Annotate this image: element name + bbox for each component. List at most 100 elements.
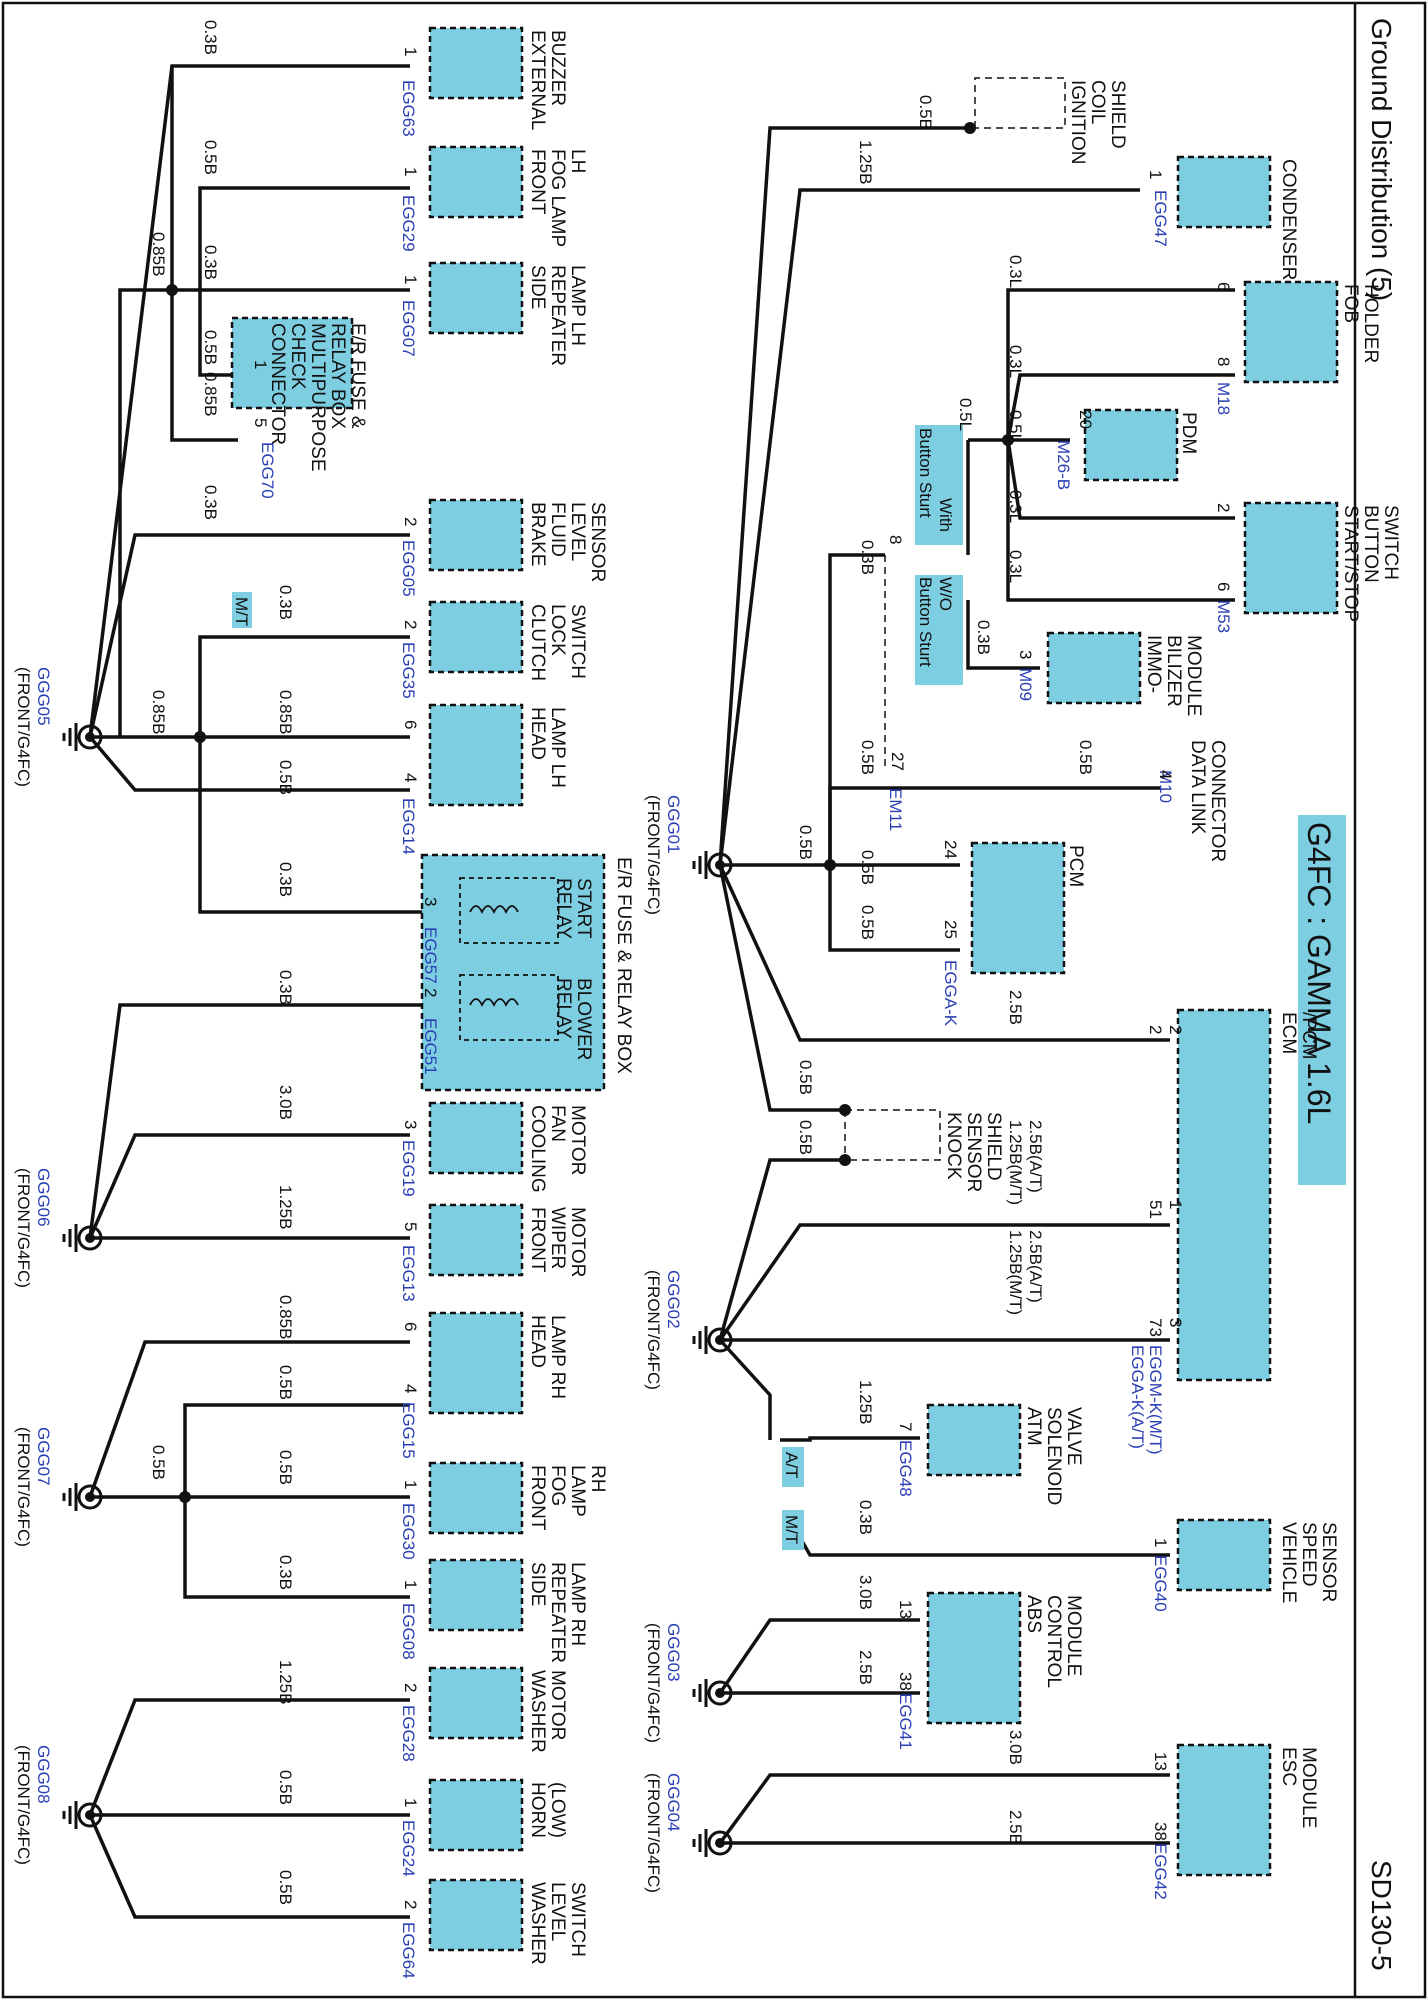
component-name-atm: SOLENOID: [1043, 1407, 1064, 1505]
wire-gauge: 0.3B: [201, 485, 220, 520]
component-side-rep-rh: [428, 1558, 524, 1632]
ground-symbol-icon: [692, 851, 708, 879]
wire-gauge: 0.3L: [1006, 255, 1025, 288]
component-name-ign-shield: COIL: [1087, 80, 1108, 124]
tag-mt1-text: M/T: [232, 597, 251, 626]
ground-g08: [77, 1802, 103, 1828]
wire-gauge: 0.3B: [974, 620, 993, 655]
diagram-code: SD130-5: [1366, 1860, 1397, 1971]
wire-gauge: 1.25B: [276, 1185, 295, 1229]
component-name-abs: CONTROL: [1043, 1595, 1064, 1688]
wire-gauge: 0.5B: [796, 1060, 815, 1095]
ground-g06: [77, 1225, 103, 1251]
pin-number: 4: [401, 773, 420, 782]
component-name-ext-buzzer: BUZZER: [547, 30, 568, 106]
ground-name-g01: GGG01: [664, 795, 683, 854]
component-name-head-rh: LAMP RH: [547, 1315, 568, 1399]
component-name-side-rep-rh: LAMP RH: [567, 1562, 588, 1646]
wire-gauge: 0.3L: [1006, 550, 1025, 583]
ground-name-g02: GGG02: [664, 1270, 683, 1329]
component-name-brake-fluid: SENSOR: [587, 502, 608, 582]
wire-gauge: 1.25B(M/T): [1006, 1120, 1025, 1205]
pin-number: 20: [1076, 410, 1095, 429]
connector-ext-buzzer: EGG63: [399, 80, 418, 137]
component-name-immo: BILIZER: [1163, 635, 1184, 707]
component-name-side-rep-lh: LAMP LH: [567, 265, 588, 346]
connector-pcm: EGGA-K: [941, 960, 960, 1027]
wire-gauge: 0.5B: [149, 1445, 168, 1480]
component-name-fog-rh: RH: [587, 1465, 608, 1492]
ground-loc-g04: (FRONT/G4FC): [644, 1773, 663, 1893]
wire-gauge: 0.3B: [276, 1555, 295, 1590]
component-name-horn: (LOW): [547, 1782, 568, 1838]
component-head-lh: [428, 703, 524, 807]
connector-ecm: EGGA-K(A/T): [1128, 1345, 1147, 1449]
wire-gauge: 0.5B: [276, 760, 295, 795]
connector-head-rh: EGG15: [399, 1402, 418, 1459]
connector-dlc: M10: [1156, 770, 1175, 803]
wire-gauge: 0.3B: [276, 585, 295, 620]
component-fob-holder: [1243, 280, 1339, 384]
component-name-ign-shield: SHIELD: [1107, 80, 1128, 149]
pin-number: 1: [401, 1480, 420, 1489]
component-name-multi-check: E/R FUSE &: [347, 323, 368, 429]
splice-dot: [166, 284, 178, 296]
wire-gauge: 0.5B: [858, 850, 877, 885]
ign-shield-box: [974, 77, 1066, 129]
pin-number: 1: [401, 275, 420, 284]
wire-gauge: 0.85B: [276, 690, 295, 734]
wire-gauge: 0.85B: [149, 232, 168, 276]
ground-g01: [707, 852, 733, 878]
connector-brake-fluid: EGG05: [399, 540, 418, 597]
component-name-start-relay: START: [573, 878, 594, 939]
component-name-esc: MODULE: [1298, 1747, 1319, 1828]
engine-label: G4FC : GAMMA 1.6L: [1301, 822, 1337, 1124]
wire-gauge: 1.25B(M/T): [1006, 1230, 1025, 1315]
tag-with-button: [915, 425, 963, 545]
wire-gauge: 0.5B: [858, 740, 877, 775]
pin-number: 1: [1151, 1538, 1170, 1547]
tag-at: [782, 1447, 804, 1487]
ground-center: [85, 1492, 95, 1502]
component-name-abs: ABS: [1023, 1595, 1044, 1633]
component-name-wiper: WIPER: [547, 1207, 568, 1269]
connector-vss: EGG40: [1151, 1555, 1170, 1612]
component-name-start-stop: SWITCH: [1380, 505, 1401, 580]
connector-ecm: EGGM-K(M/T): [1146, 1345, 1165, 1455]
component-start-stop: [1243, 501, 1339, 615]
ground-g05: [77, 724, 103, 750]
pin-label: 27: [888, 752, 907, 771]
pin-number: 7: [896, 1422, 915, 1431]
component-clutch-lock: [428, 600, 524, 674]
connector-wiper: EGG13: [399, 1245, 418, 1302]
splice-dot: [179, 1491, 191, 1503]
connector-esc: EGG42: [1151, 1843, 1170, 1900]
engine-badge: [1298, 815, 1346, 1185]
wire-gauge: 0.5B: [276, 1870, 295, 1905]
component-ext-buzzer: [428, 26, 524, 100]
wire-gauge: 1.25B: [856, 140, 875, 184]
component-name-wiper: FRONT: [527, 1207, 548, 1273]
pin-number: 6: [1214, 582, 1233, 591]
pin-number: 2: [401, 517, 420, 526]
connector-side-rep-rh: EGG08: [399, 1603, 418, 1660]
wire-gauge: 0.3B: [276, 970, 295, 1005]
pin-number: 13: [1151, 1752, 1170, 1771]
pin-number: 6: [1214, 282, 1233, 291]
component-ecm: [1176, 1008, 1272, 1382]
pin-number: 2: [421, 988, 440, 997]
component-name-head-rh: HEAD: [527, 1315, 548, 1368]
knock-shield-box: [845, 1109, 941, 1161]
pin-number: 5: [251, 418, 270, 427]
ground-center: [715, 1838, 725, 1848]
tag-wo-button: [915, 575, 963, 685]
pin-number: 1: [251, 360, 270, 369]
pin-number: 2: [1214, 503, 1233, 512]
component-name-vss: SPEED: [1298, 1522, 1319, 1586]
wire-gauge: 1.25B: [276, 1660, 295, 1704]
component-name-multi-check: CONNECTOR: [267, 323, 288, 445]
component-name-ecm: /PCM: [1298, 1012, 1319, 1060]
ground-symbol-icon: [62, 1483, 78, 1511]
component-name-knock: SHIELD: [983, 1112, 1004, 1181]
component-name-wiper: MOTOR: [567, 1207, 588, 1277]
